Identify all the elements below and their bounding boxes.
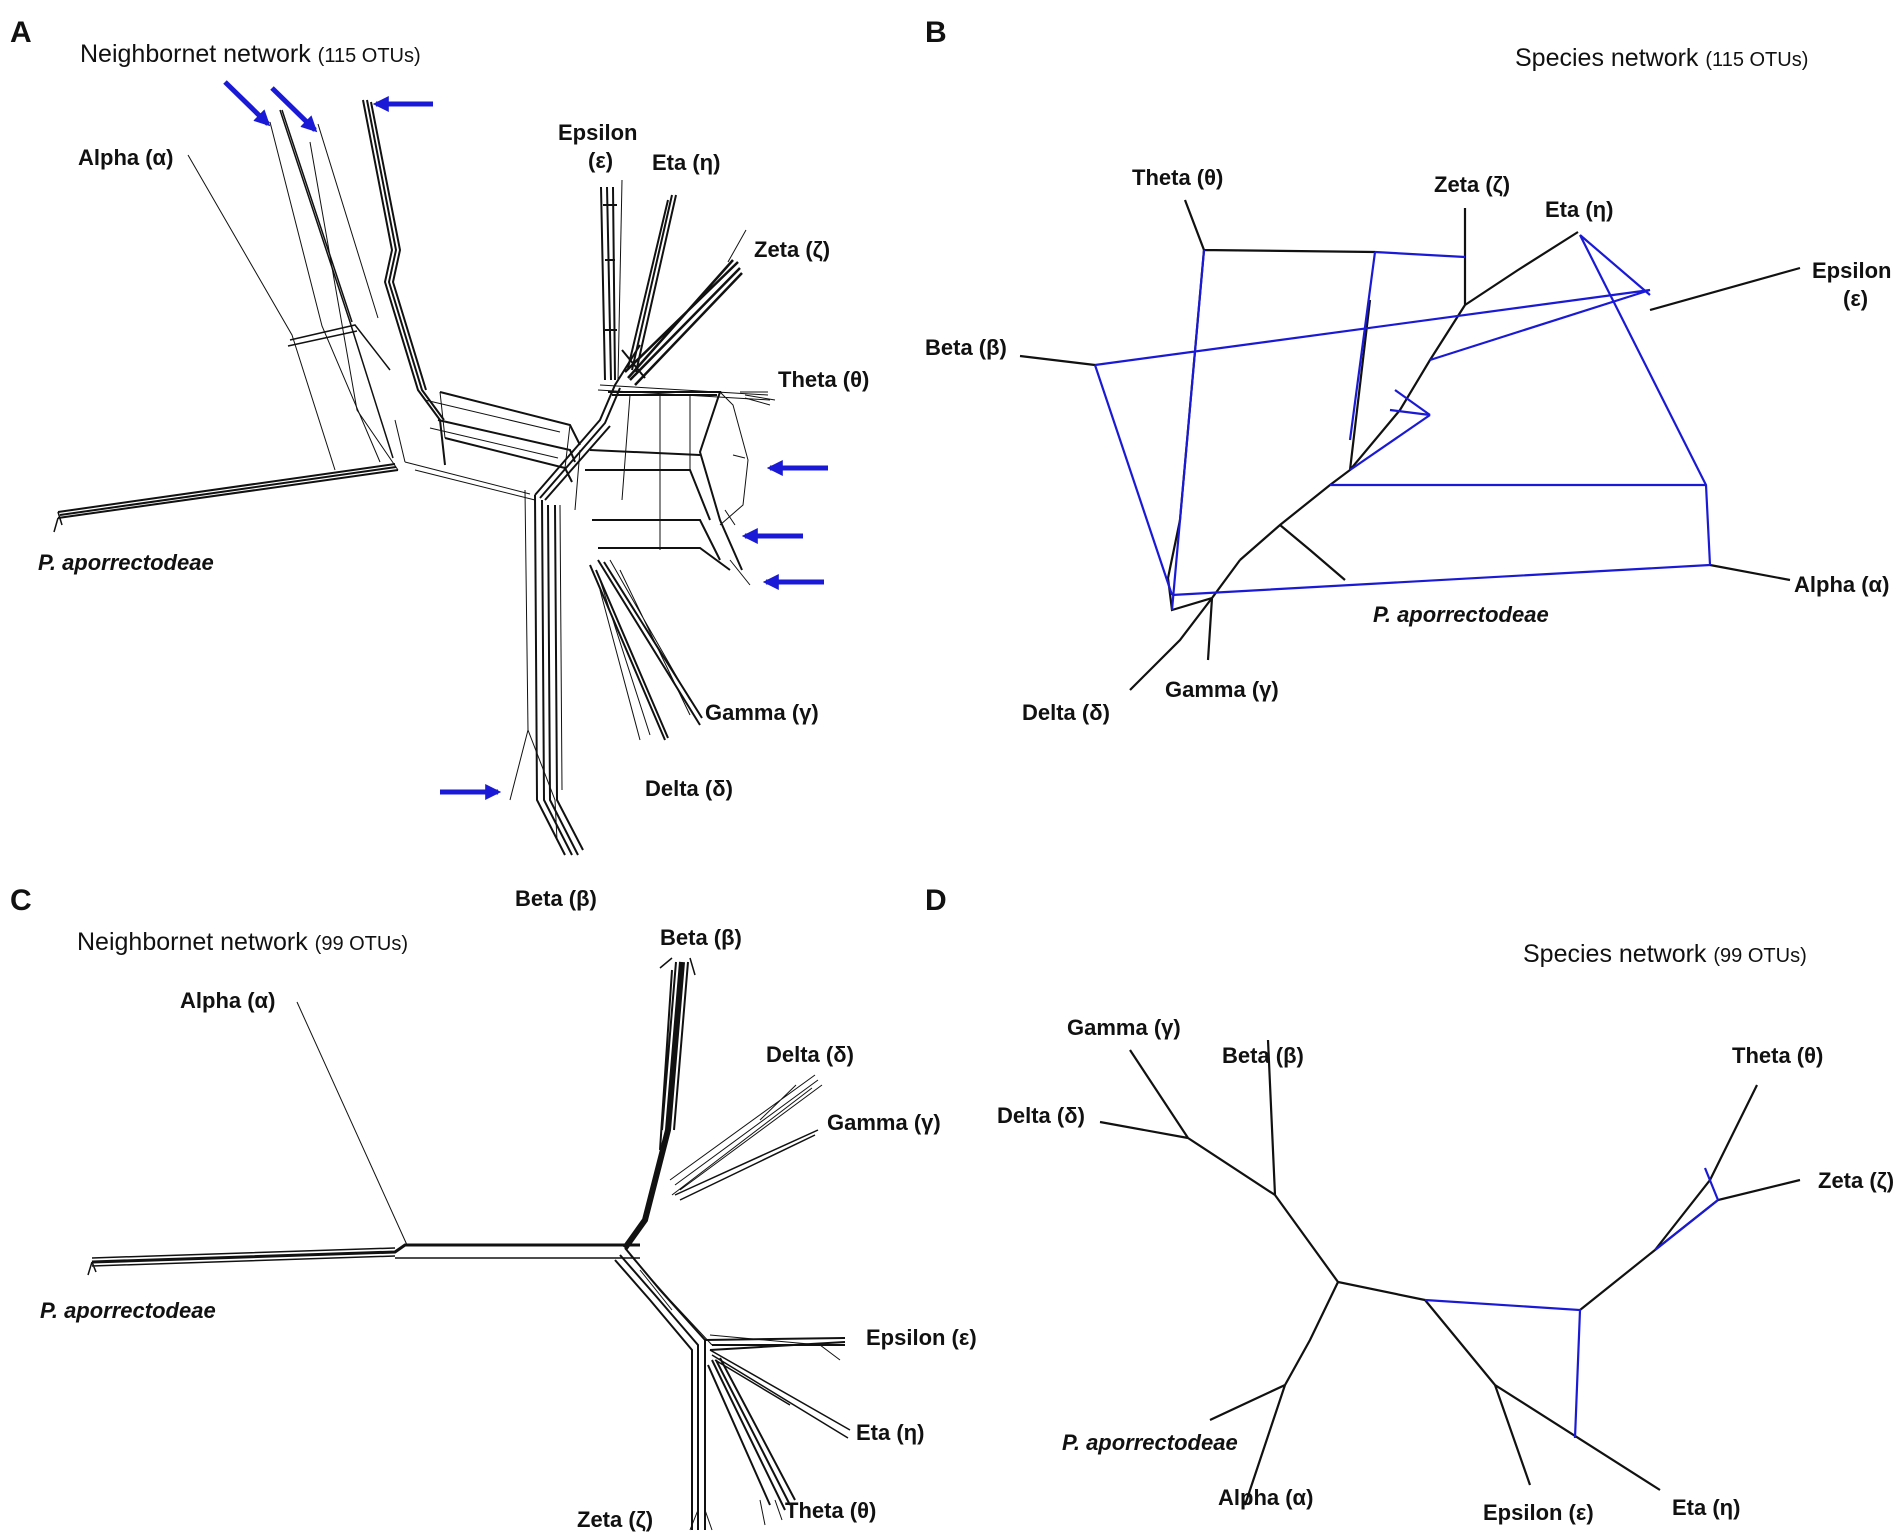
taxon-labels-b: Theta (θ) Zeta (ζ) Eta (η) Epsilon (ε) B… (925, 165, 1891, 725)
neighbornet-network-c (87, 957, 851, 1531)
neighbornet-network-a (53, 99, 776, 856)
panel-letter-a: A (10, 16, 32, 49)
label-beta: Beta (β) (1222, 1043, 1304, 1068)
label-theta: Theta (θ) (785, 1498, 876, 1523)
label-outgroup: P. aporrectodeae (40, 1298, 216, 1323)
label-theta: Theta (θ) (778, 367, 869, 392)
annotation-arrows-a (223, 80, 828, 801)
taxon-labels-c: Alpha (α) Beta (β) Delta (δ) Gamma (γ) P… (40, 925, 977, 1532)
panel-b: B Species network (115 OTUs) Theta (θ) Z… (925, 16, 1891, 725)
label-zeta: Zeta (ζ) (1818, 1168, 1894, 1193)
label-alpha: Alpha (α) (1218, 1485, 1313, 1510)
panel-a-title: Neighbornet network (115 OTUs) (80, 40, 421, 68)
label-outgroup: P. aporrectodeae (1062, 1430, 1238, 1455)
label-delta: Delta (δ) (1022, 700, 1110, 725)
label-theta: Theta (θ) (1132, 165, 1223, 190)
label-beta: Beta (β) (925, 335, 1007, 360)
taxon-labels-a: Alpha (α) Epsilon (ε) Eta (η) Zeta (ζ) T… (38, 120, 869, 911)
label-eta: Eta (η) (856, 1420, 924, 1445)
label-alpha: Alpha (α) (180, 988, 275, 1013)
species-network-d (1099, 1039, 1801, 1506)
label-epsilon: Epsilon (1812, 258, 1891, 283)
panel-d-title: Species network (99 OTUs) (1523, 940, 1807, 968)
arrow-icon (270, 86, 318, 133)
label-outgroup: P. aporrectodeae (1373, 602, 1549, 627)
label-gamma: Gamma (γ) (1165, 677, 1279, 702)
label-eta: Eta (η) (1672, 1495, 1740, 1520)
label-alpha: Alpha (α) (78, 145, 173, 170)
label-zeta: Zeta (ζ) (577, 1507, 653, 1532)
panel-a: A Neighbornet network (115 OTUs) (10, 16, 869, 911)
species-network-b (1019, 199, 1801, 691)
label-zeta: Zeta (ζ) (1434, 172, 1510, 197)
label-epsilon: Epsilon (558, 120, 637, 145)
label-gamma: Gamma (γ) (827, 1110, 941, 1135)
label-epsilon: Epsilon (ε) (866, 1325, 977, 1350)
panel-d: D Species network (99 OTUs) Gamma (γ) Be… (925, 884, 1894, 1525)
label-outgroup: P. aporrectodeae (38, 550, 214, 575)
panel-letter-c: C (10, 884, 32, 917)
label-zeta: Zeta (ζ) (754, 237, 830, 262)
label-eta: Eta (η) (652, 150, 720, 175)
label-epsilon: Epsilon (ε) (1483, 1500, 1594, 1525)
label-delta: Delta (δ) (997, 1103, 1085, 1128)
panel-letter-d: D (925, 884, 947, 917)
label-epsilon-symbol: (ε) (1843, 286, 1868, 311)
taxon-labels-d: Gamma (γ) Beta (β) Delta (δ) Theta (θ) Z… (997, 1015, 1894, 1525)
label-eta: Eta (η) (1545, 197, 1613, 222)
arrow-icon (223, 80, 271, 127)
label-alpha: Alpha (α) (1794, 572, 1889, 597)
label-gamma: Gamma (γ) (705, 700, 819, 725)
label-delta: Delta (δ) (766, 1042, 854, 1067)
label-epsilon-symbol: (ε) (588, 148, 613, 173)
panel-c-title: Neighbornet network (99 OTUs) (77, 928, 408, 956)
label-beta: Beta (β) (660, 925, 742, 950)
panel-b-title: Species network (115 OTUs) (1515, 44, 1808, 72)
label-gamma: Gamma (γ) (1067, 1015, 1181, 1040)
label-delta: Delta (δ) (645, 776, 733, 801)
panel-letter-b: B (925, 16, 947, 49)
label-theta: Theta (θ) (1732, 1043, 1823, 1068)
label-beta: Beta (β) (515, 886, 597, 911)
panel-c: C Neighbornet network (99 OTUs) (10, 884, 977, 1532)
